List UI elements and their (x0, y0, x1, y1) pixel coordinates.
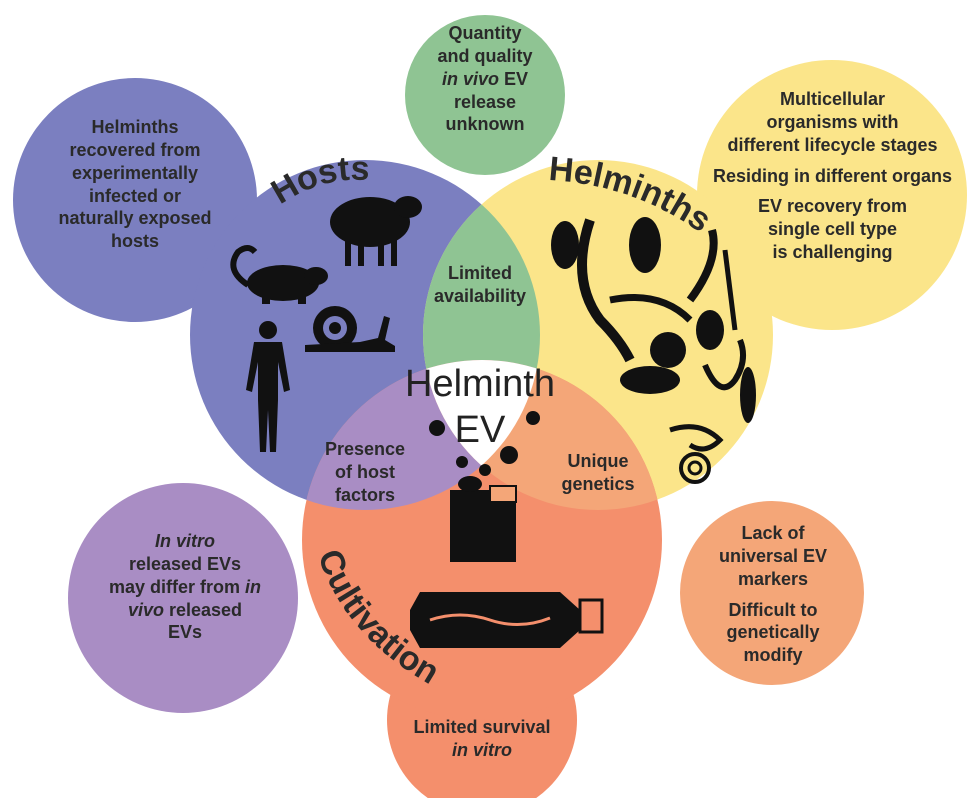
rat-icon (230, 245, 328, 304)
right-orange-text: Lack of universal EV markers Difficult t… (718, 523, 828, 666)
snail-icon (305, 306, 395, 352)
intersection-helminths-cultivation (423, 360, 662, 510)
ev-particles (429, 411, 540, 476)
outer-circle-green (405, 15, 565, 175)
sheep-icon (330, 196, 422, 266)
top-green-text: Quantity and quality in vivo EV release … (437, 23, 533, 135)
bottom-orange-text: Limited survival in vitro (413, 717, 551, 760)
left-purple-text: In vitro released EVs may differ from in… (108, 531, 262, 643)
center-title-line1: Helminth (405, 363, 555, 405)
outer-circle-yellow (697, 60, 967, 330)
right-yellow-text: Multicellular organisms with different l… (712, 89, 953, 263)
culture-flask-icon (410, 592, 604, 648)
unique-genetics-label: Unique genetics (561, 451, 635, 494)
left-blue-text: Helminths recovered from experimentally … (58, 117, 212, 252)
helminth-icons (551, 217, 756, 484)
outer-circle-blue (13, 78, 257, 322)
intersection-hosts-cultivation (302, 360, 540, 510)
limited-availability-label: Limited availability (433, 263, 527, 306)
outer-circle-orange (680, 501, 864, 685)
host-factors-label: Presence of host factors (324, 439, 406, 505)
human-icon (246, 321, 290, 452)
outer-circle-purple (68, 483, 298, 713)
center-title: Helminth EV (395, 362, 565, 453)
tube-icon (450, 476, 517, 562)
center-title-line2: EV (454, 408, 506, 451)
